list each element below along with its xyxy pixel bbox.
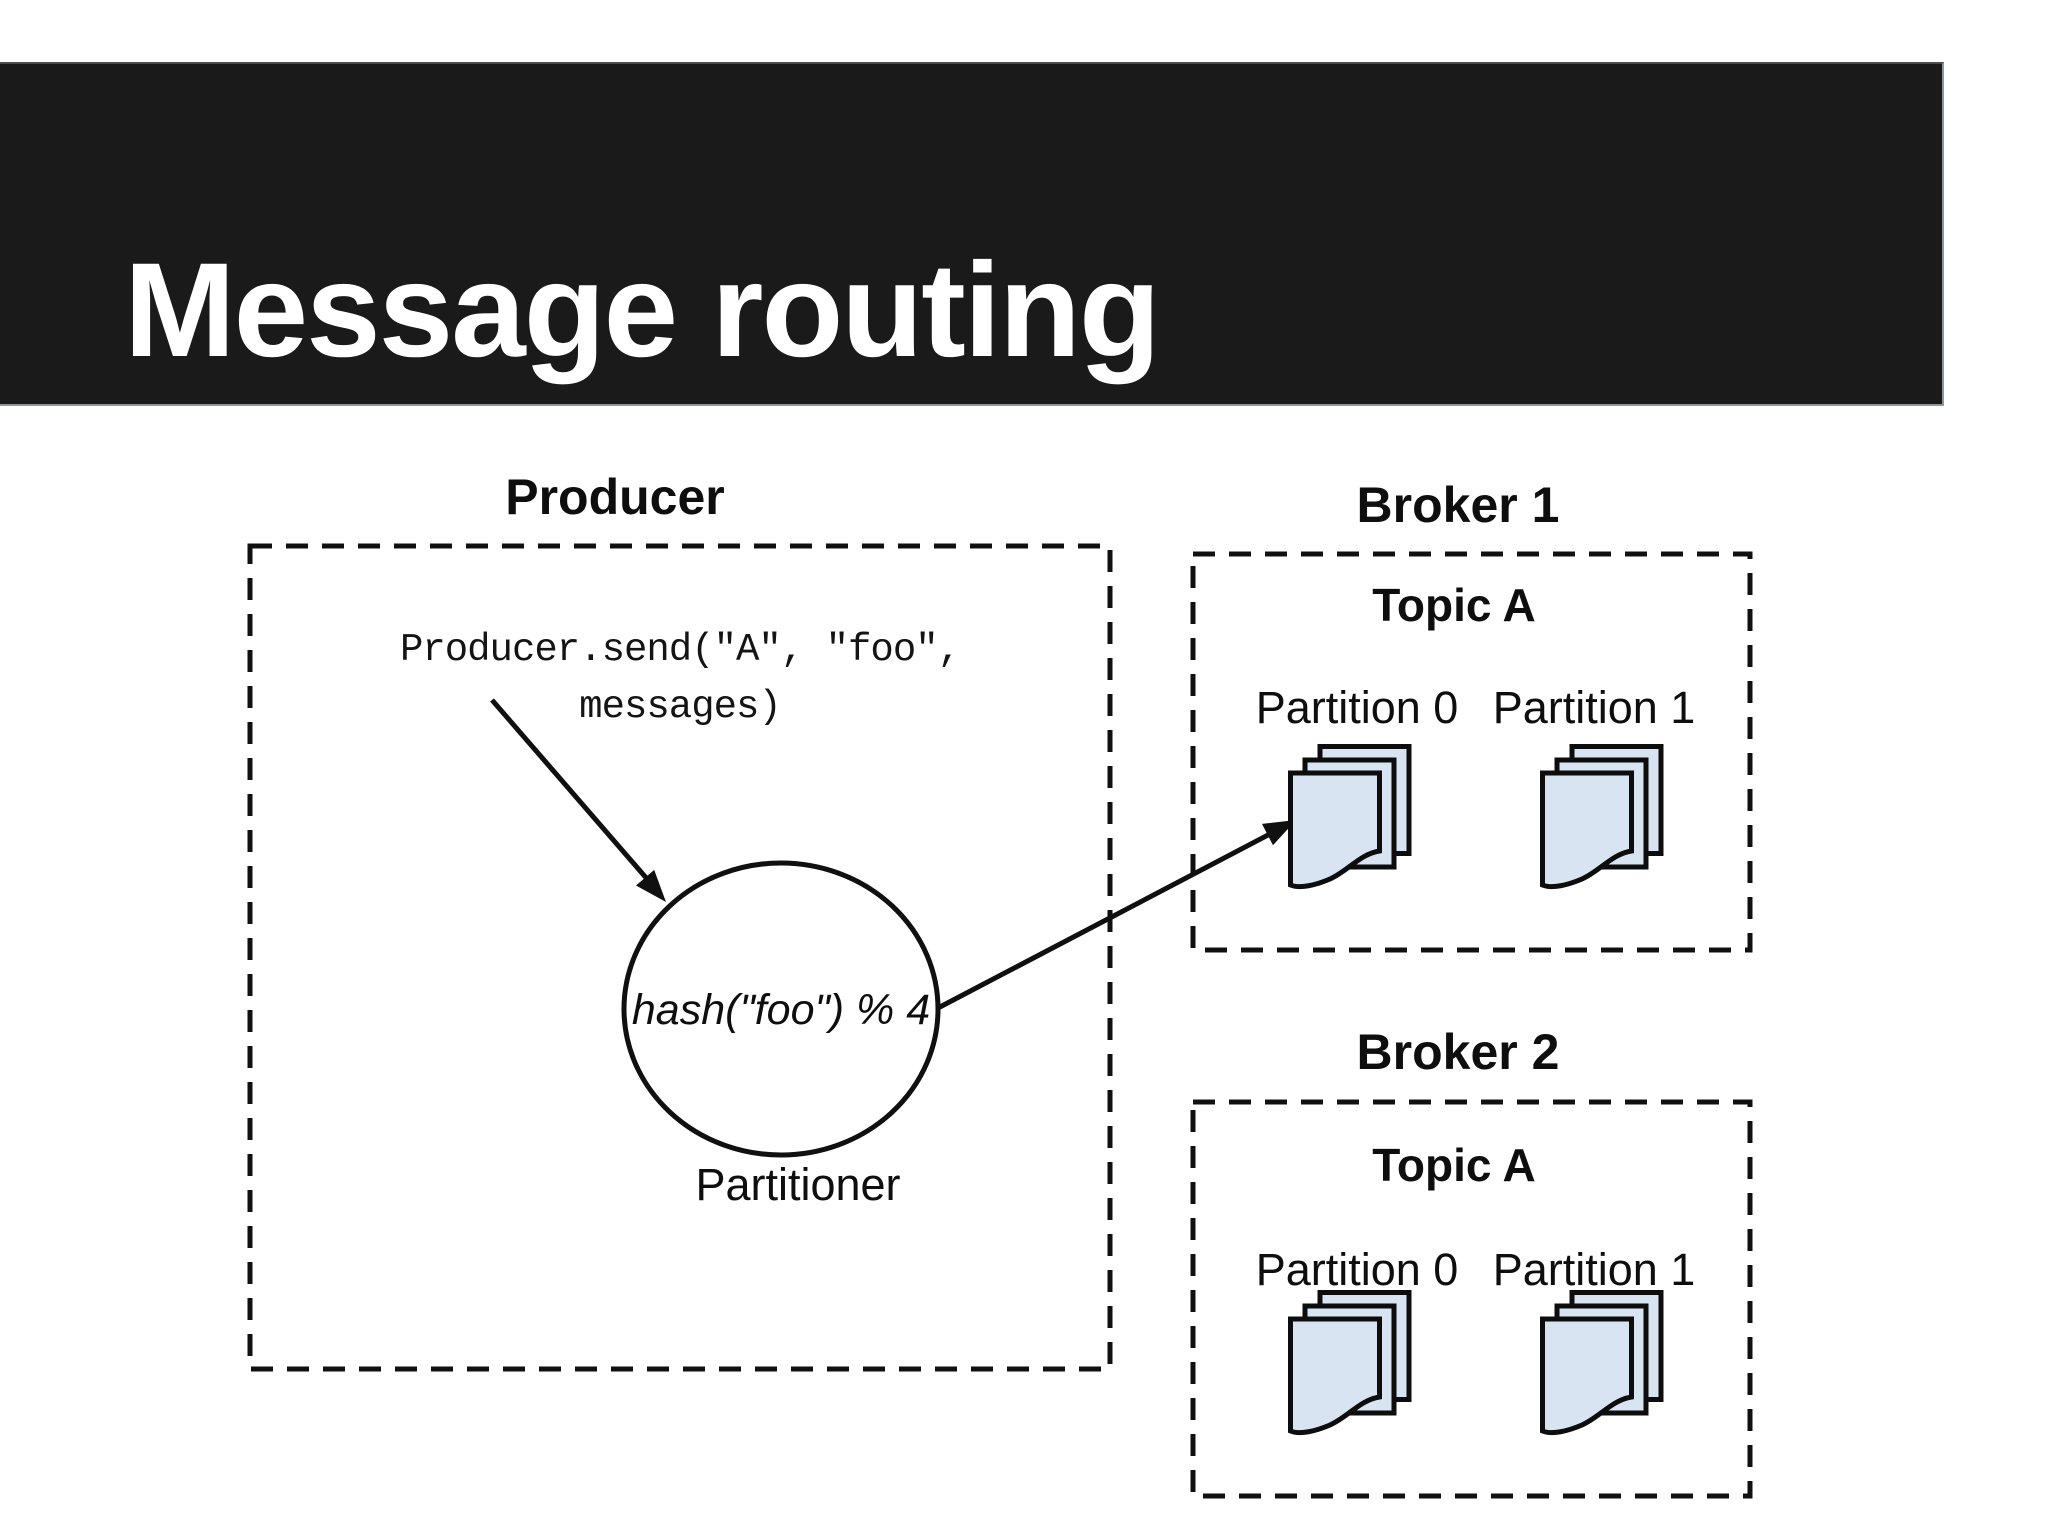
header-bar: Message routing: [0, 62, 1944, 406]
broker2-title: Broker 2: [1356, 1024, 1560, 1080]
producer-title: Producer: [505, 469, 725, 525]
broker1-box: [1190, 551, 1753, 953]
broker2-box: [1190, 1099, 1753, 1499]
broker1-title: Broker 1: [1356, 477, 1560, 533]
broker2-topic-label: Topic A: [1372, 1139, 1536, 1191]
document-stack-icon: [1291, 1293, 1410, 1433]
send-arrow: [490, 698, 666, 902]
producer-code-line2: messages): [579, 684, 782, 729]
page-title: Message routing: [124, 236, 1161, 385]
document-stack-icon: [1543, 1293, 1662, 1433]
producer-code-line1: Producer.send("A", "foo",: [399, 628, 961, 672]
route-arrow: [936, 820, 1296, 1011]
document-stack-icon: [1543, 747, 1662, 887]
producer-code: Producer.send("A", "foo", messages): [399, 622, 961, 736]
partitioner-label: Partitioner: [695, 1159, 901, 1210]
broker1-partition0-label: Partition 0: [1255, 682, 1459, 733]
partitioner-circle: [621, 860, 941, 1158]
producer-box: [247, 543, 1113, 1372]
broker2-partition1-label: Partition 1: [1492, 1244, 1696, 1295]
hash-function-label: hash("foo") % 4: [631, 986, 931, 1034]
broker1-partition1-label: Partition 1: [1492, 682, 1696, 733]
document-stack-icon: [1291, 747, 1410, 887]
broker1-topic-label: Topic A: [1372, 579, 1536, 631]
broker2-partition0-label: Partition 0: [1255, 1244, 1459, 1295]
